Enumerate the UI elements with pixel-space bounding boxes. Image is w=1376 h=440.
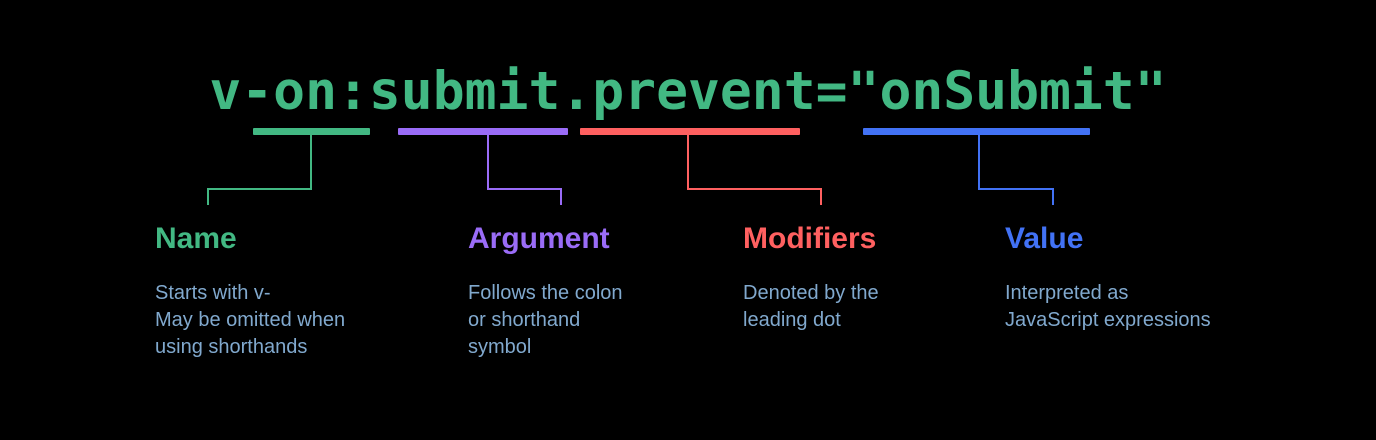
label-description-modifiers: Denoted by the leading dot — [743, 282, 879, 331]
label-title-argument: Argument — [468, 222, 610, 255]
connector-run-modifiers — [687, 188, 822, 190]
segment-underline-name — [253, 128, 370, 135]
connector-tail-name — [207, 188, 209, 205]
label-description-value: Interpreted as JavaScript expressions — [1005, 282, 1211, 331]
connector-run-value — [978, 188, 1054, 190]
segment-underline-value — [863, 128, 1090, 135]
directive-code-expression: v-on:submit.prevent="onSubmit" — [209, 61, 1167, 122]
segment-underline-modifiers — [580, 128, 800, 135]
connector-drop-modifiers — [687, 134, 689, 188]
label-description-name: Starts with v- May be omitted when using… — [155, 282, 346, 358]
connector-drop-value — [978, 134, 980, 188]
connector-drop-name — [310, 134, 312, 188]
label-title-value: Value — [1005, 222, 1084, 255]
label-title-name: Name — [155, 222, 237, 255]
segment-underline-argument — [398, 128, 568, 135]
connector-tail-value — [1052, 188, 1054, 205]
connector-run-name — [207, 188, 312, 190]
connector-drop-argument — [487, 134, 489, 188]
connector-tail-argument — [560, 188, 562, 205]
connector-tail-modifiers — [820, 188, 822, 205]
connector-run-argument — [487, 188, 562, 190]
label-title-modifiers: Modifiers — [743, 222, 877, 255]
label-description-argument: Follows the colon or shorthand symbol — [468, 282, 623, 358]
